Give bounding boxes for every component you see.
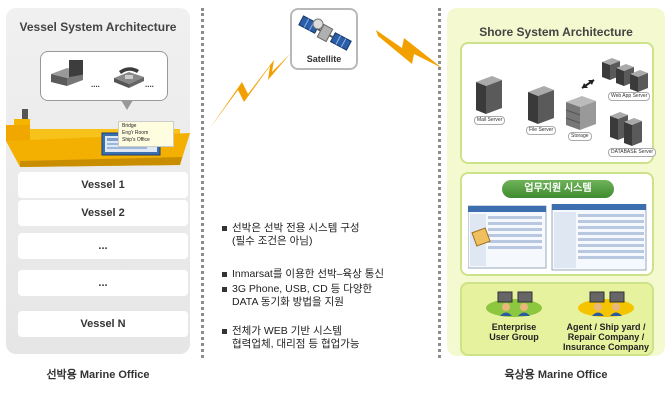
server-cluster: Mail Server File Server Storage Web App … — [460, 42, 657, 164]
vessel-item: ... — [18, 233, 188, 259]
right-divider — [438, 8, 441, 358]
database-server-label: DATABASE Server — [608, 148, 657, 157]
lightning-link-right — [376, 30, 442, 68]
shore-system-title: Shore System Architecture — [479, 25, 633, 39]
shore-office-label: 육상용 Marine Office — [504, 369, 608, 381]
vessel-item: Vessel 2 — [18, 200, 188, 226]
shore-system-panel: Shore System Architecture — [447, 8, 665, 356]
left-divider — [201, 8, 204, 358]
storage-label: Storage — [568, 132, 592, 141]
equipment-dots: .... — [145, 80, 154, 89]
app-screenshot-icon — [468, 204, 647, 271]
terminal-device-icon — [51, 60, 83, 86]
user-groups-panel: Enterprise User Group Agent / Ship yard … — [460, 282, 654, 356]
server-cluster-icon — [476, 58, 648, 146]
file-server-label: File Server — [526, 126, 557, 135]
ship-module-office: Ship's Office — [122, 137, 150, 143]
enterprise-user-group-label: Enterprise User Group — [489, 322, 539, 342]
mail-server-label: Mail Server — [474, 116, 506, 125]
ship-module-engine-room: Eng'r Room — [122, 130, 149, 136]
vessel-item: Vessel 1 — [18, 172, 188, 198]
vessel-office-label: 선박용 Marine Office — [46, 369, 150, 381]
business-system-label: 업무지원 시스템 — [502, 180, 614, 198]
telephone-icon — [114, 67, 144, 88]
vessel-item: Vessel N — [18, 311, 188, 337]
equipment-dots: .... — [91, 80, 100, 89]
vessel-item: ... — [18, 270, 188, 296]
partner-user-icon — [578, 291, 634, 317]
feature-bullet: Inmarsat를 이용한 선박–육상 통신 — [222, 268, 384, 281]
feature-bullet: 전체가 WEB 기반 시스템 협력업체, 대리점 등 협업가능 — [222, 325, 360, 351]
feature-bullet: 3G Phone, USB, CD 등 다양한 DATA 동기화 방법을 지원 — [222, 283, 372, 309]
vessel-equipment-bubble: .... .... — [40, 51, 168, 110]
lightning-link-left — [210, 54, 290, 128]
feature-bullet: 선박은 선박 전용 시스템 구성 (필수 조건은 아님) — [222, 222, 360, 248]
vessel-system-title: Vessel System Architecture — [19, 20, 177, 34]
vessel-system-panel: Vessel System Architecture .... .... — [6, 8, 190, 354]
partner-group-label: Agent / Ship yard / Repair Company / Ins… — [562, 322, 650, 352]
enterprise-user-icon — [486, 291, 542, 317]
satellite-label: Satellite — [306, 54, 342, 64]
ship-module-bridge: Bridge — [122, 123, 137, 129]
ship-modules-label: Bridge Eng'r Room Ship's Office — [118, 121, 174, 147]
webapp-server-label: Web App Server — [608, 92, 651, 101]
satellite-icon — [298, 15, 352, 51]
business-system-box: 업무지원 시스템 — [460, 172, 654, 276]
satellite-box: Satellite — [290, 8, 358, 70]
